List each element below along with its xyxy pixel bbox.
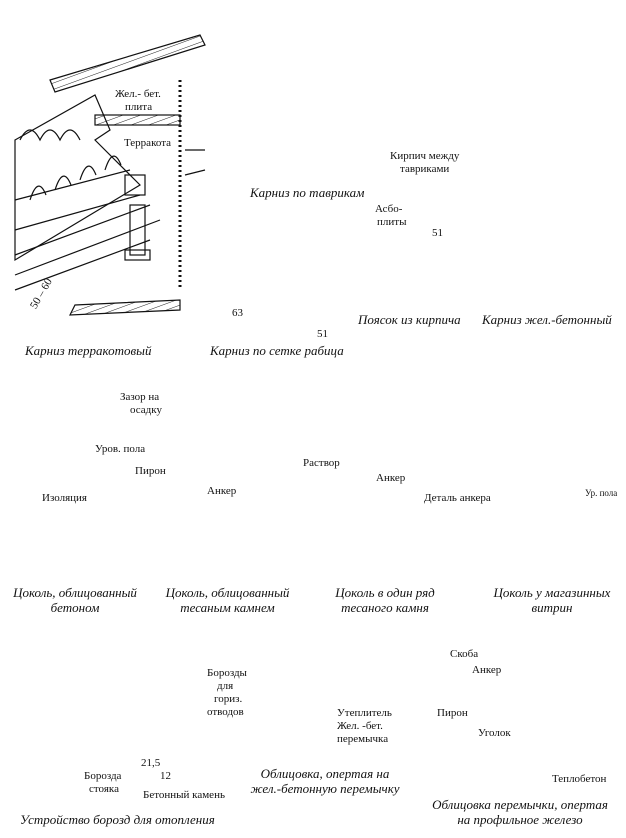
caption-cladding-rc-line2: жел.-бетонную перемычку	[250, 781, 400, 796]
label-anchor-steel: Анкер	[472, 664, 502, 676]
dimension-51-mesh: 51	[314, 328, 331, 340]
label-rc-slab-line1: Жел.- бет.	[115, 88, 161, 100]
dimension-63: 63	[232, 307, 243, 319]
label-bracket: Скоба	[450, 648, 479, 660]
label-grooves-line2: для	[217, 680, 234, 692]
label-insulation-lintel: Утеплитель	[337, 707, 392, 719]
label-light-concrete: Теплобетон	[552, 773, 607, 785]
label-riser-groove-line2: стояка	[89, 783, 119, 795]
terracotta-cornice-drawing	[14, 34, 206, 316]
caption-tee-cornice: Карниз по таврикам	[250, 185, 365, 200]
caption-plinth-concrete-line1: Цоколь, облицованный	[13, 585, 137, 600]
label-brick-between-tees-line1: Кирпич между	[390, 150, 460, 162]
label-terracotta: Терракота	[124, 137, 172, 149]
label-pin: Пирон	[135, 465, 166, 477]
dimension-51-band: 51	[432, 227, 443, 239]
label-rc-lintel-line1: Жел. -бет.	[337, 720, 383, 732]
caption-plinth-shop-line1: Цоколь у магазинных	[493, 585, 611, 600]
label-grooves-line1: Борозды	[207, 667, 247, 679]
label-floor-level: Уров. пола	[95, 443, 146, 455]
label-settlement-gap-line2: осадку	[130, 404, 162, 416]
caption-cladding-steel-line2: на профильное железо	[457, 812, 583, 827]
caption-plinth-stone-line2: тесаным камнем	[180, 600, 275, 615]
caption-plinth-shop-line2: витрин	[531, 600, 573, 615]
label-pin-steel: Пирон	[437, 707, 468, 719]
caption-brick-band: Поясок из кирпича	[358, 312, 461, 327]
label-asbestos-line2: плиты	[377, 216, 407, 228]
dimension-21-5: 21,5	[141, 757, 161, 769]
label-grooves-line3: гориз.	[214, 693, 243, 705]
label-grooves-line4: отводов	[207, 706, 244, 718]
caption-plinth-one-row-line1: Цоколь в один ряд	[335, 585, 435, 600]
label-anchor-detail: Деталь анкера	[424, 492, 491, 504]
caption-terracotta-cornice: Карниз терракотовый	[25, 343, 152, 358]
label-settlement-gap-line1: Зазор на	[120, 391, 160, 403]
label-concrete-block: Бетонный камень	[143, 789, 225, 801]
caption-cladding-steel-line1: Облицовка перемычки, опертая	[432, 797, 608, 812]
label-anchor-row: Анкер	[376, 472, 406, 484]
label-rc-lintel-line2: перемычка	[337, 733, 389, 745]
label-floor-level-shop: Ур. пола	[585, 487, 618, 499]
label-riser-groove-line1: Борозда	[84, 770, 122, 782]
label-mortar: Раствор	[303, 457, 340, 469]
label-anchor-stone: Анкер	[207, 485, 237, 497]
caption-heating-grooves: Устройство борозд для отопления	[20, 812, 215, 827]
label-asbestos-line1: Асбо-	[375, 203, 403, 215]
caption-plinth-stone-line1: Цоколь, облицованный	[165, 585, 290, 600]
caption-rc-cornice: Карниз жел.-бетонный	[482, 312, 612, 327]
caption-cladding-rc-line1: Облицовка, опертая на	[260, 766, 390, 781]
caption-plinth-one-row-line2: тесаного камня	[341, 600, 429, 615]
label-angle: Уголок	[478, 727, 511, 739]
label-rc-slab-line2: плита	[125, 101, 153, 113]
label-brick-between-tees-line2: тавриками	[400, 163, 450, 175]
label-insulation: Изоляция	[42, 492, 87, 504]
dimension-12: 12	[160, 770, 171, 782]
caption-plinth-concrete-line2: бетоном	[50, 600, 100, 615]
caption-mesh-cornice: Карниз по сетке рабица	[210, 343, 344, 358]
